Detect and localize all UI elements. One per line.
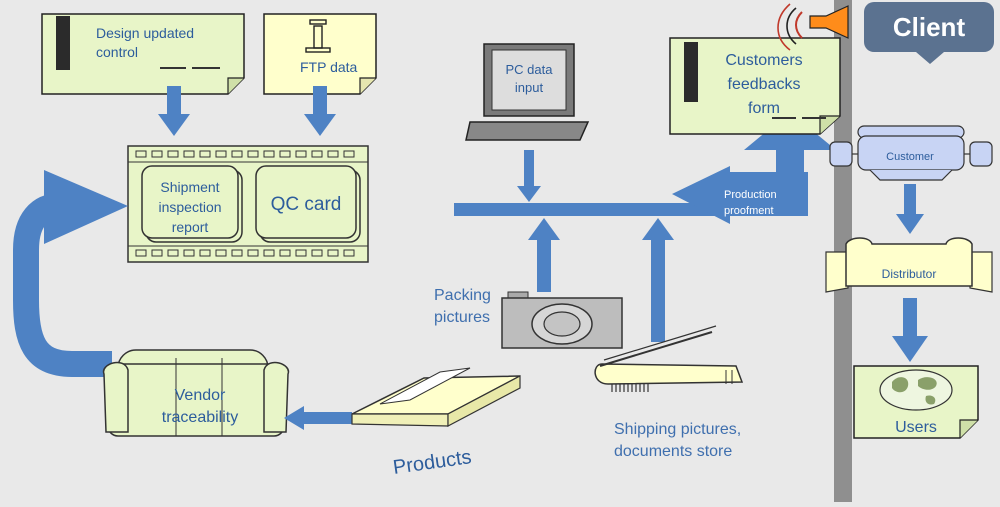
document-icon: [56, 16, 70, 70]
laptop-icon: [465, 43, 590, 141]
qc-card-label: QC card: [271, 194, 342, 215]
client-label: Client: [893, 12, 966, 42]
data-bus: [454, 203, 724, 216]
production-line2: proofment: [724, 205, 774, 217]
arrow-scanner-bus: [642, 218, 674, 240]
arrow-camera-bus: [528, 218, 560, 240]
arrow-production-proofment: [672, 166, 730, 224]
users-document: [853, 365, 979, 439]
speaker-icon: [777, 3, 849, 51]
film-strip-icon: [127, 145, 369, 263]
arrow-laptop-bus: [517, 186, 541, 202]
pc-data-line2: input: [515, 80, 544, 95]
design-control-line2: control: [96, 44, 138, 60]
arrow-products-vendor: [284, 406, 304, 430]
packing-line2: pictures: [434, 309, 490, 326]
customer-label: Customer: [886, 151, 934, 163]
products-label: Products: [392, 446, 473, 479]
distributor-label: Distributor: [882, 267, 937, 281]
shipment-report-line3: report: [172, 219, 209, 235]
client-badge: [864, 2, 994, 64]
users-label: Users: [895, 419, 937, 436]
vendor-line2: traceability: [162, 409, 238, 426]
distributor-banner: [825, 237, 993, 293]
products-tray-icon: [351, 367, 521, 427]
feedback-line1: Customers: [725, 52, 802, 69]
design-updated-control-document: Design updated control: [41, 13, 245, 95]
shipping-line1: Shipping pictures,: [614, 421, 741, 438]
arrow-curved-vendor-qc: [13, 193, 112, 377]
camera-icon: [501, 291, 623, 349]
shipment-report-line1: Shipment: [160, 179, 219, 195]
ftp-icon: [305, 19, 331, 53]
client-divider: [834, 0, 852, 502]
ftp-data-label: FTP data: [300, 59, 358, 75]
pc-data-line1: PC data: [506, 62, 554, 77]
vendor-line1: Vendor: [175, 387, 226, 404]
arrow-down-ftp: [304, 114, 336, 136]
design-control-line1: Design updated: [96, 25, 194, 41]
shipment-report-line2: inspection: [158, 199, 221, 215]
arrow-customer-distributor: [896, 214, 924, 234]
feedback-form-document: [669, 37, 841, 135]
feedback-line3: form: [748, 100, 780, 117]
production-line1: Production: [724, 189, 777, 201]
sofa-icon: [102, 349, 290, 437]
arrow-down-design: [158, 114, 190, 136]
ftp-data-document: FTP data: [263, 13, 377, 95]
arrow-distributor-users: [892, 336, 928, 362]
table-icon: [829, 125, 993, 181]
globe-icon: [879, 369, 953, 411]
shipping-line2: documents store: [614, 443, 732, 460]
scanner-icon: [594, 325, 744, 392]
document-icon: [684, 42, 698, 102]
packing-line1: Packing: [434, 287, 491, 304]
feedback-line2: feedbacks: [728, 76, 801, 93]
